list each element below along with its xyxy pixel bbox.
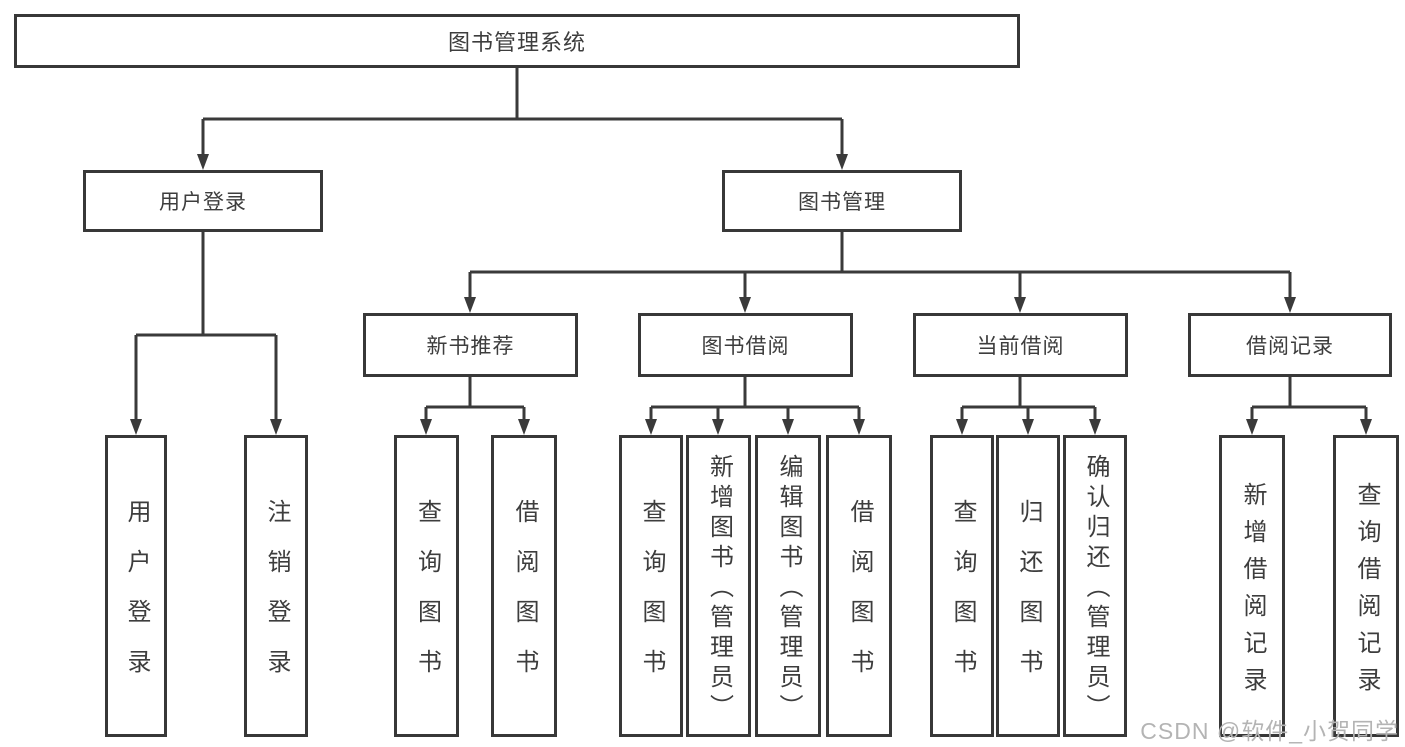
leaf-add-book-admin: 新增图书（管理员） — [686, 435, 751, 737]
node-label: 用户登录 — [159, 191, 247, 214]
node-root-system: 图书管理系统 — [14, 14, 1020, 68]
node-label: 借阅图书 — [511, 499, 538, 699]
node-label: 图书管理系统 — [447, 30, 586, 55]
node-label: 查询图书 — [638, 499, 665, 699]
node-label: 注销登录 — [263, 499, 290, 699]
node-label: 借阅记录 — [1246, 335, 1334, 358]
watermark: CSDN @软件_小贺同学 — [1140, 718, 1399, 744]
leaf-recommend-query-book: 查询图书 — [394, 435, 459, 737]
leaf-return-book: 归还图书 — [996, 435, 1060, 737]
node-label: 查询图书 — [949, 499, 976, 699]
leaf-recommend-borrow-book: 借阅图书 — [491, 435, 557, 737]
leaf-borrow-book: 借阅图书 — [826, 435, 892, 737]
node-book-management: 图书管理 — [722, 170, 962, 232]
node-label: 当前借阅 — [976, 335, 1065, 358]
node-label: 图书借阅 — [701, 335, 790, 358]
node-label: 确认归还（管理员） — [1082, 454, 1109, 724]
leaf-logout-login: 注销登录 — [244, 435, 308, 737]
node-label: 新增借阅记录 — [1239, 481, 1266, 704]
node-label: 借阅图书 — [846, 499, 873, 699]
leaf-current-query-book: 查询图书 — [930, 435, 994, 737]
leaf-add-borrow-record: 新增借阅记录 — [1219, 435, 1285, 737]
node-book-borrow: 图书借阅 — [638, 313, 853, 377]
leaf-edit-book-admin: 编辑图书（管理员） — [755, 435, 821, 737]
node-label: 新书推荐 — [426, 335, 515, 358]
node-new-book-recommend: 新书推荐 — [363, 313, 578, 377]
node-label: 查询图书 — [413, 499, 441, 699]
leaf-query-borrow-record: 查询借阅记录 — [1333, 435, 1399, 737]
node-label: 查询借阅记录 — [1353, 481, 1380, 704]
leaf-confirm-return-admin: 确认归还（管理员） — [1063, 435, 1127, 737]
node-label: 用户登录 — [123, 499, 150, 699]
leaf-borrow-query-book: 查询图书 — [619, 435, 683, 737]
node-label: 归还图书 — [1015, 499, 1042, 699]
node-borrow-records: 借阅记录 — [1188, 313, 1392, 377]
arrowhead-icons — [130, 154, 1372, 435]
node-label: 新增图书（管理员） — [705, 454, 733, 724]
node-current-borrow: 当前借阅 — [913, 313, 1128, 377]
node-label: 编辑图书（管理员） — [775, 454, 802, 724]
node-label: 图书管理 — [798, 191, 886, 214]
node-user-login: 用户登录 — [83, 170, 323, 232]
leaf-user-login: 用户登录 — [105, 435, 167, 737]
